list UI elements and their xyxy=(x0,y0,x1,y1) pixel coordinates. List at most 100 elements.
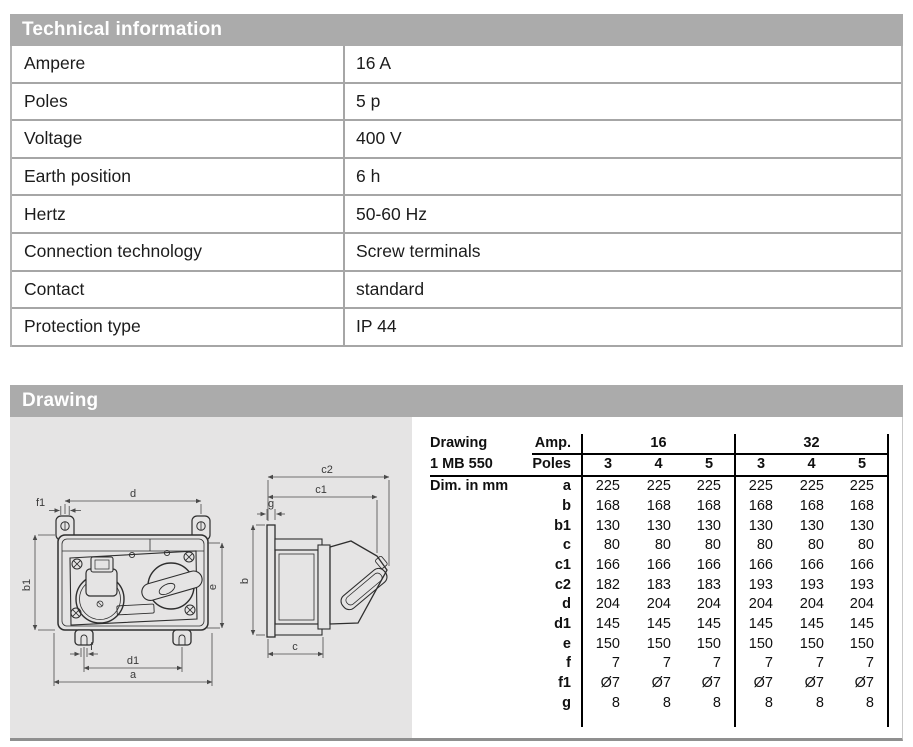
dim-value: 168 xyxy=(837,496,889,517)
dim-value: Ø7 xyxy=(734,674,786,694)
dim-value: 150 xyxy=(646,635,671,652)
dim-value: 130 xyxy=(646,517,671,534)
dim-value: 193 xyxy=(799,576,824,593)
row-value: 50-60 Hz xyxy=(356,203,428,224)
table-row: Voltage 400 V xyxy=(12,121,901,159)
table-row: Ampere 16 A xyxy=(12,46,901,84)
dim-letter: f1 xyxy=(558,675,571,692)
dim-value: 80 xyxy=(807,537,824,554)
dim-value: 7 xyxy=(734,654,786,675)
dim-letter: c xyxy=(562,537,571,554)
drawing-body: d f1 b1 e f d1 a xyxy=(10,416,903,741)
side-view xyxy=(266,524,388,638)
dim-row: c 80 80 80 80 80 80 xyxy=(430,536,889,556)
dim-value: 166 xyxy=(734,555,786,576)
row-label: Hertz xyxy=(12,196,345,232)
dim-value: 166 xyxy=(799,556,824,573)
dim-value: 150 xyxy=(799,635,824,652)
dim-value: 225 xyxy=(581,476,633,497)
dim-value: 7 xyxy=(581,654,633,675)
dim-value: 183 xyxy=(696,576,721,593)
table-row: Connection technology Screw terminals xyxy=(12,233,901,272)
dim-letter: c1 xyxy=(554,556,571,573)
dim-value: 145 xyxy=(799,616,824,633)
row-value: 6 h xyxy=(356,166,381,187)
front-view xyxy=(55,515,211,646)
dim-letter: c2 xyxy=(554,576,571,593)
dim-value: 7 xyxy=(662,655,671,672)
dim-label-c: c xyxy=(292,641,298,653)
table-row: Earth position 6 h xyxy=(12,158,901,197)
dim-value: 145 xyxy=(837,615,889,635)
dim-value: 8 xyxy=(662,694,671,711)
poles-value: 4 xyxy=(786,454,837,478)
table-row: Poles 5 p xyxy=(12,83,901,122)
technical-information-header: Technical information xyxy=(10,14,903,46)
dim-row: c1 166 166 166 166 166 166 xyxy=(430,555,889,576)
dim-letter: d xyxy=(562,596,571,613)
dim-value: 225 xyxy=(799,478,824,495)
dim-value: Ø7 xyxy=(837,674,889,694)
dim-row: f 7 7 7 7 7 7 xyxy=(430,654,889,675)
technical-information-table: Ampere 16 A Poles 5 p Voltage 400 V Eart… xyxy=(10,46,903,347)
dim-value: 225 xyxy=(734,476,786,497)
row-label: Contact xyxy=(12,271,345,308)
dim-row: f1 Ø7 Ø7 Ø7 Ø7 Ø7 Ø7 xyxy=(430,674,889,694)
dim-value: 182 xyxy=(581,575,633,596)
dim-value: 145 xyxy=(696,616,721,633)
row-label: Earth position xyxy=(12,158,345,195)
poles-value: 3 xyxy=(581,454,633,478)
dim-value: 166 xyxy=(646,556,671,573)
dim-row: d1 145 145 145 145 145 145 xyxy=(430,615,889,635)
drawing-number: 1 MB 550 xyxy=(430,454,532,478)
dim-value: 225 xyxy=(646,478,671,495)
dim-value: 7 xyxy=(837,654,889,675)
dim-label-e: e xyxy=(207,584,219,590)
unit-label: Dim. in mm xyxy=(430,478,509,495)
dim-letter: b1 xyxy=(554,517,571,534)
dim-value: 80 xyxy=(654,537,671,554)
dim-value: 166 xyxy=(696,556,721,573)
dim-label-a: a xyxy=(130,669,137,681)
dim-value: 145 xyxy=(646,616,671,633)
row-value: 400 V xyxy=(356,128,402,149)
dim-value: 150 xyxy=(581,634,633,655)
row-value: 5 p xyxy=(356,90,381,111)
dim-value: 168 xyxy=(696,497,721,514)
dim-letter: a xyxy=(562,478,571,495)
drawing-label: Drawing xyxy=(430,435,488,452)
side-view-dimensions xyxy=(250,474,390,658)
dim-label-c1: c1 xyxy=(315,484,327,496)
row-label: Connection technology xyxy=(12,233,345,270)
dim-value: 150 xyxy=(837,634,889,655)
dim-label-d1: d1 xyxy=(127,655,139,667)
section-title: Technical information xyxy=(22,19,223,40)
dim-value: 168 xyxy=(646,497,671,514)
dim-letter: g xyxy=(562,694,571,711)
poles-value: 3 xyxy=(734,454,786,478)
dim-row: b 168 168 168 168 168 168 xyxy=(430,496,889,517)
technical-information-section: Technical information Ampere 16 A Poles … xyxy=(10,14,903,347)
dim-value: 168 xyxy=(581,496,633,517)
table-row: Protection type IP 44 xyxy=(12,309,901,347)
dim-value: 204 xyxy=(837,595,889,616)
dim-value: 166 xyxy=(581,555,633,576)
dim-value: 204 xyxy=(696,596,721,613)
dim-value: 80 xyxy=(581,536,633,556)
technical-drawing: d f1 b1 e f d1 a xyxy=(10,416,412,738)
dim-value: 8 xyxy=(837,693,889,714)
row-label: Protection type xyxy=(12,309,345,345)
dim-value: 150 xyxy=(734,634,786,655)
row-value: IP 44 xyxy=(356,316,397,337)
amp-label: Amp. xyxy=(532,433,582,456)
row-value: standard xyxy=(356,278,425,299)
row-label: Voltage xyxy=(12,121,345,157)
dim-row: g 8 8 8 8 8 8 xyxy=(430,693,889,714)
dim-letter: b xyxy=(562,497,571,514)
poles-label: Poles xyxy=(532,454,582,478)
dim-value: 8 xyxy=(734,693,786,714)
dim-value: 7 xyxy=(712,655,721,672)
amp-group-16: 16 xyxy=(581,433,735,456)
row-value: 16 A xyxy=(356,53,392,74)
dim-value: 8 xyxy=(815,694,824,711)
